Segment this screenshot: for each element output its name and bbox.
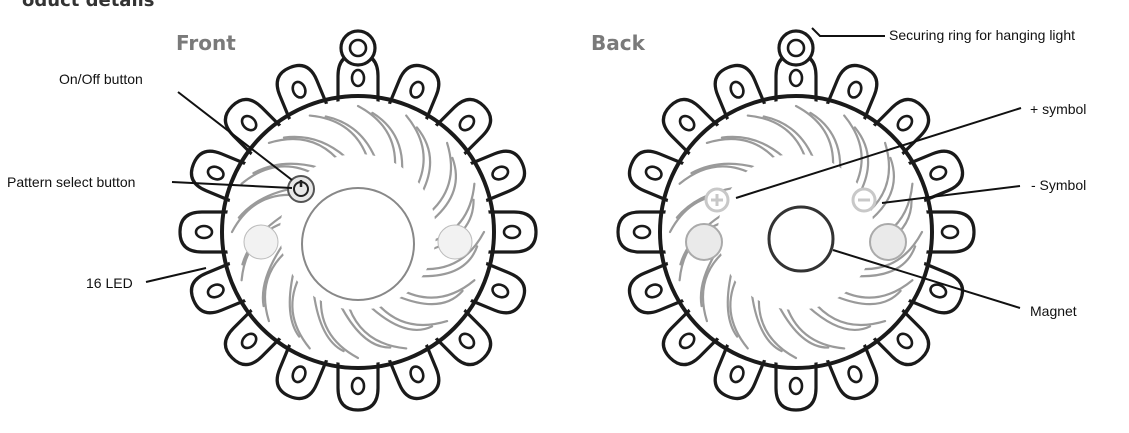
magnet bbox=[769, 207, 833, 271]
leader-ring bbox=[812, 28, 885, 36]
back-title: Back bbox=[591, 31, 646, 55]
left-lens bbox=[244, 225, 278, 259]
front-light-illustration bbox=[180, 31, 536, 410]
callout-onoff-button: On/Off button bbox=[59, 71, 143, 87]
callout-minus-symbol: - Symbol bbox=[1031, 177, 1086, 193]
minus-circle-icon bbox=[853, 189, 875, 211]
right-lens bbox=[438, 225, 472, 259]
callout-pattern-select: Pattern select button bbox=[7, 174, 135, 190]
back-light-illustration bbox=[618, 31, 974, 410]
callout-magnet: Magnet bbox=[1030, 303, 1077, 319]
callout-securing-ring: Securing ring for hanging light bbox=[889, 27, 1075, 43]
heading-fragment: oduct details bbox=[22, 0, 155, 11]
plus-circle-icon bbox=[706, 189, 728, 211]
front-title: Front bbox=[176, 31, 236, 55]
callout-16-led: 16 LED bbox=[86, 275, 133, 291]
center-lens bbox=[302, 188, 414, 300]
callout-plus-symbol: + symbol bbox=[1030, 101, 1086, 117]
right-screw bbox=[870, 224, 906, 260]
flare-tooth bbox=[776, 31, 816, 104]
left-screw bbox=[686, 224, 722, 260]
flare-tooth bbox=[338, 31, 378, 104]
